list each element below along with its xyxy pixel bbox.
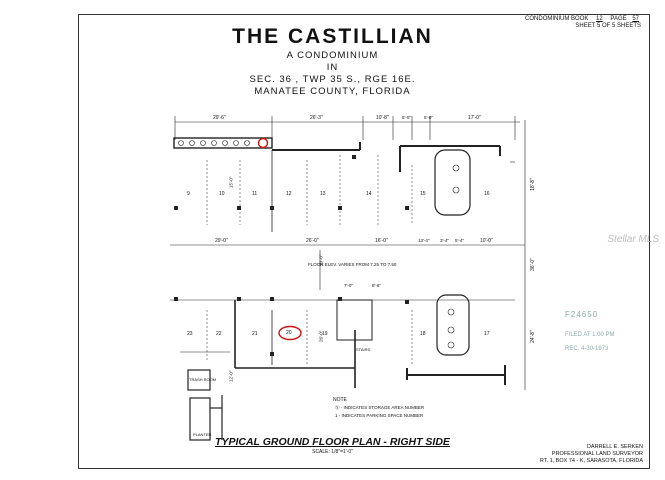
subtitle-section: SEC. 36 , TWP 35 S., RGE 16E.	[249, 74, 416, 85]
sheet-border	[78, 14, 650, 469]
dim-mid-3: 16'-0"	[375, 238, 388, 244]
recorded-stamp: REC. 4-30-1973	[565, 346, 609, 352]
dim-top-1: 29'-6"	[213, 115, 226, 121]
space-9: 9	[187, 191, 190, 197]
dim-top-3: 10'-8"	[376, 115, 389, 121]
book-reference: CONDOMINIUM BOOK 12 PAGE 57	[525, 16, 639, 22]
dim-mid-2: 26'-0"	[306, 238, 319, 244]
surveyor-name: DARRELL E. SERKEN	[586, 444, 643, 450]
dim-top-5: 5'-0"	[424, 115, 433, 120]
dim-inner-1: 7'-0"	[344, 283, 353, 288]
subtitle-in: IN	[326, 62, 339, 73]
dim-inner-4: 26'-0"	[318, 330, 324, 342]
dim-right-1: 18'-8"	[529, 178, 536, 191]
dim-mid-7: 10'-0"	[480, 238, 493, 244]
space-15: 15	[420, 191, 426, 197]
space-13: 13	[320, 191, 326, 197]
dim-inner-5: 15'-0"	[228, 176, 234, 188]
space-21: 21	[252, 331, 258, 337]
dim-right-2: 36'-0"	[529, 258, 536, 271]
dim-top-2: 26'-3"	[310, 115, 323, 121]
dim-mid-1: 29'-0"	[215, 238, 228, 244]
floor-elevation-note: FLOOR ELEV. VARIES FROM 7.25 TO 7.50	[308, 262, 397, 267]
record-number-stamp: F24650	[565, 310, 599, 319]
subtitle-county: MANATEE COUNTY, FLORIDA	[254, 86, 411, 97]
page-title: THE CASTILLIAN	[232, 25, 433, 48]
dim-inner-6: 12'-0"	[228, 370, 234, 382]
note-heading: NOTE	[333, 397, 347, 403]
space-11: 11	[252, 191, 258, 197]
sheet-number: SHEET 5 OF 5 SHEETS	[575, 23, 641, 29]
space-22: 22	[216, 331, 222, 337]
storage-markup-circle	[257, 137, 269, 149]
note-storage: Ⓢ - INDICATES STORAGE AREA NUMBER	[335, 405, 425, 410]
dim-mid-5: 3'-4"	[440, 238, 449, 243]
surveyor-address: RT. 1, BOX 74 - K, SARASOTA, FLORIDA	[539, 458, 643, 464]
space-18: 18	[420, 331, 426, 337]
filed-stamp: FILED AT 1:00 PM	[565, 332, 615, 338]
space-16: 16	[484, 191, 490, 197]
space-20: 20	[286, 330, 292, 336]
plan-scale: SCALE: 1/8"=1'-0"	[312, 449, 353, 455]
trash-room-label: TRASH ROOM	[189, 377, 217, 382]
dim-top-6: 17'-0"	[468, 115, 481, 121]
dim-top-4: 5'-0"	[402, 115, 411, 120]
surveyor-title: PROFESSIONAL LAND SURVEYOR	[551, 451, 643, 457]
space-23: 23	[187, 331, 193, 337]
note-parking: 1 - INDICATES PARKING SPACE NUMBER	[335, 413, 424, 418]
dim-inner-2: 8'-6"	[372, 283, 381, 288]
dim-right-3: 24'-8"	[529, 330, 536, 343]
watermark-text: Stellar MLS	[607, 234, 659, 245]
parking-markup-circle	[278, 325, 302, 341]
space-14: 14	[366, 191, 372, 197]
space-10: 10	[219, 191, 225, 197]
plan-title: TYPICAL GROUND FLOOR PLAN - RIGHT SIDE	[215, 436, 450, 448]
subtitle-condominium: A CONDOMINIUM	[286, 50, 379, 61]
stairs-label: STAIRS	[356, 347, 371, 352]
space-12: 12	[286, 191, 292, 197]
dim-mid-4: 13'-4"	[418, 238, 430, 243]
space-17: 17	[484, 331, 490, 337]
planter-label: PLANTER	[193, 432, 212, 437]
space-19: 19	[322, 331, 328, 337]
dim-mid-6: 5'-4"	[455, 238, 464, 243]
